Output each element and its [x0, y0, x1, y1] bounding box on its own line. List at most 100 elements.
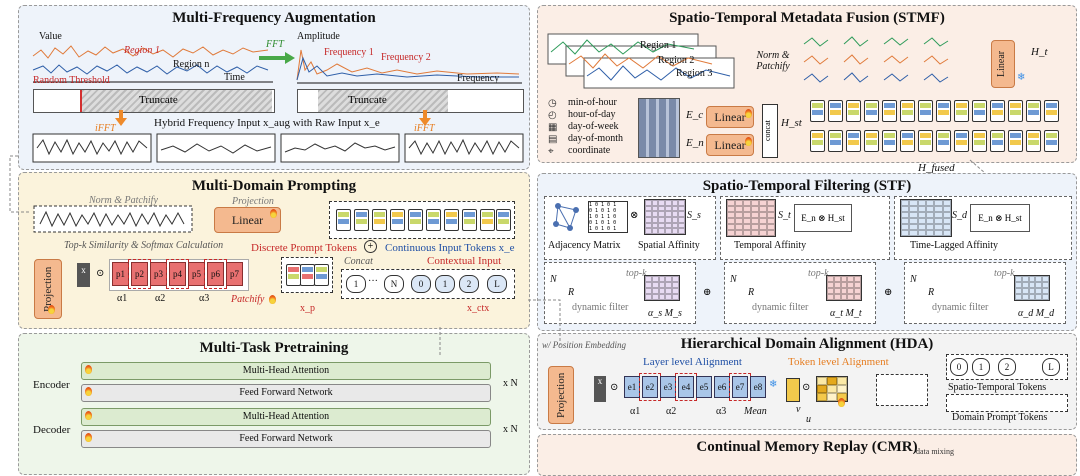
fft-label: FFT [266, 39, 284, 50]
dynamic-filter-label: dynamic filter [752, 302, 809, 313]
heatmap-cell [942, 206, 951, 212]
heatmap-cell [651, 211, 659, 217]
heatmap-cell [901, 230, 910, 236]
heatmap-cell [837, 377, 847, 385]
fused-token-row [810, 98, 1070, 156]
heatmap-cell [767, 212, 775, 218]
heatmap-cell [854, 288, 861, 294]
heatmap-cell [817, 393, 827, 401]
fused-token [1044, 130, 1059, 152]
topk-similarity-label: Top-k Similarity & Softmax Calculation [64, 240, 224, 251]
heatmap-cell [917, 230, 926, 236]
concat-block: concat [762, 104, 778, 158]
fused-token [828, 130, 843, 152]
md-heatmap [1014, 275, 1050, 301]
mean-label: Mean [744, 406, 767, 417]
plus-operator: ⊕ [884, 287, 893, 298]
heatmap-cell [651, 205, 659, 212]
fused-token [972, 130, 987, 152]
fused-token [954, 100, 969, 122]
heatmap-cell [651, 228, 659, 234]
heatmap-cell [767, 230, 775, 236]
dynamic-filter-label: dynamic filter [932, 302, 989, 313]
patch-series [33, 205, 193, 233]
heatmap-cell [678, 216, 685, 223]
alpha-label: α3 [199, 293, 210, 304]
continuous-input-tokens-label: Continuous Input Tokens x_e [385, 242, 515, 254]
heatmap-cell [934, 212, 943, 218]
heatmap-cell [1015, 282, 1022, 288]
heatmap-cell [1015, 276, 1022, 282]
heatmap-cell [645, 216, 652, 223]
heatmap-cell [658, 222, 665, 229]
v-label: v [796, 404, 801, 415]
ad-md-label: α_d M_d [1018, 308, 1055, 319]
xctx-label: x_ctx [467, 303, 490, 314]
heatmap-cell [1042, 294, 1049, 300]
heatmap-cell [727, 230, 735, 236]
ms-heatmap [644, 275, 680, 301]
heatmap-cell [833, 276, 841, 282]
norm-patchify-label: Norm & Patchify [756, 50, 790, 72]
fire-icon [270, 209, 277, 218]
heatmap-cell [672, 288, 679, 294]
heatmap-cell [833, 282, 841, 288]
spatial-affinity-label: Spatial Affinity [638, 240, 700, 251]
prompt-token: p7 [226, 262, 243, 286]
heatmap-cell [658, 205, 665, 212]
adjacency-label: Adjacency Matrix [548, 240, 621, 251]
linear-block: Linear [214, 207, 281, 233]
alpha-label: α2 [666, 406, 677, 417]
fused-token [1026, 130, 1041, 152]
topk-label: top-k [626, 268, 647, 279]
n-label: N [730, 274, 737, 285]
xe-token: x [594, 376, 606, 402]
fused-token [918, 130, 933, 152]
fused-token [1044, 100, 1059, 122]
heatmap-cell [1035, 288, 1043, 294]
fused-token [882, 130, 897, 152]
heatmap-cell [1015, 294, 1022, 300]
stf-panel: Spatio-Temporal Filtering (STF) 1 0 1 0 … [537, 173, 1077, 331]
mfa-panel: Multi-Frequency Augmentation Value Ampli… [18, 5, 530, 170]
xn-encoder: x N [503, 378, 518, 389]
random-threshold-label: Random Threshold [33, 75, 110, 86]
heatmap-cell [827, 294, 834, 300]
e-token: e6 [714, 376, 730, 398]
fused-token [900, 100, 915, 122]
alpha-label: α1 [630, 406, 641, 417]
heatmap-cell [767, 218, 775, 224]
heatmap-cell [1042, 282, 1049, 288]
heatmap-cell [678, 200, 685, 206]
context-token: N [384, 275, 404, 293]
token-align-label: Token level Alignment [788, 356, 889, 368]
heatmap-cell [847, 282, 855, 288]
heatmap-cell [917, 218, 926, 224]
fire-icon [48, 305, 55, 314]
context-token: L [487, 275, 507, 293]
heatmap-cell [672, 276, 679, 282]
right-token: 1 [972, 358, 990, 376]
fused-token [810, 100, 825, 122]
heatmap-cell [735, 200, 743, 206]
heatmap-cell [671, 222, 679, 229]
decoder-label: Decoder [33, 424, 71, 436]
topk-label: top-k [808, 268, 829, 279]
snowflake-icon: ❄ [1017, 72, 1026, 83]
prompt-token: p4 [166, 259, 189, 289]
xn-decoder: x N [503, 424, 518, 435]
heatmap-cell [840, 282, 848, 288]
heatmap-cell [917, 200, 926, 206]
heatmap-cell [833, 294, 841, 300]
linear-block-ec: Linear [706, 106, 754, 128]
heatmap-cell [735, 212, 743, 218]
fused-token [1008, 130, 1023, 152]
fused-token [882, 100, 897, 122]
temporal-affinity-label: Temporal Affinity [734, 240, 807, 251]
heatmap-cell [651, 288, 659, 294]
e-token: e8 [750, 376, 766, 398]
heatmap-cell [671, 211, 679, 217]
hda-title: Hierarchical Domain Alignment (HDA) [680, 336, 934, 352]
heatmap-cell [751, 218, 759, 224]
mtp-title: Multi-Task Pretraining [199, 340, 349, 356]
